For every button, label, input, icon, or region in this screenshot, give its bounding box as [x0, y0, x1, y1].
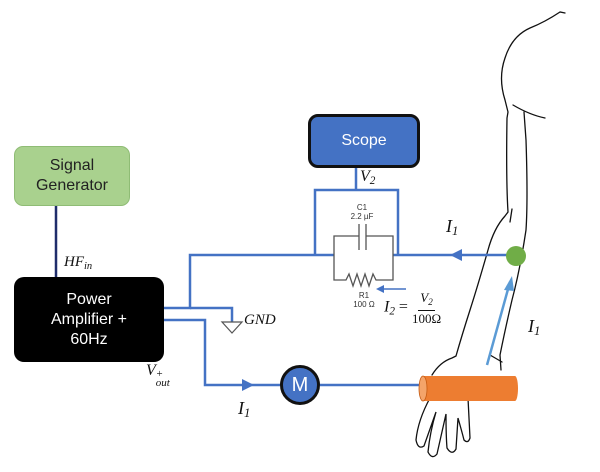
- capacitor-label: C1 2.2 µF: [342, 203, 382, 221]
- i1-arm-main: I: [528, 316, 534, 336]
- current-arrow-arm-head: [504, 276, 514, 291]
- i2-equals: =: [398, 298, 408, 316]
- electrode-dot: [506, 246, 526, 266]
- i2-den: 100Ω: [411, 311, 442, 326]
- signal-generator-label-line1: Signal: [49, 157, 95, 174]
- v-out-label: V+out: [146, 362, 170, 389]
- i1-bottom-main: I: [238, 398, 244, 418]
- i2-fraction: V2 100Ω: [412, 290, 441, 326]
- capacitor-value: 2.2 µF: [350, 212, 374, 221]
- vout-sup: +: [155, 368, 164, 380]
- v2-sub: 2: [369, 175, 376, 187]
- motor-symbol: M: [280, 365, 320, 405]
- capacitor-name: C1: [356, 203, 368, 212]
- amplifier-label-line2: Amplifier +: [50, 310, 128, 328]
- vout-sub: out: [155, 377, 170, 389]
- signal-generator-label-line2: Generator: [35, 177, 109, 194]
- motor-label: M: [291, 373, 309, 396]
- current-arrow-i1-top: [450, 249, 462, 261]
- scope-block: Scope: [308, 114, 420, 168]
- i1-top-sub: 1: [452, 224, 459, 238]
- i1-label-arm: I1: [528, 316, 540, 339]
- gnd-label: GND: [244, 312, 276, 328]
- hf-sub: in: [84, 261, 93, 272]
- current-arrow-arm: [485, 281, 512, 366]
- hf-in-label: HFin: [64, 254, 92, 272]
- resistor-label: R1 100 Ω: [344, 291, 384, 309]
- scope-label: Scope: [341, 132, 387, 149]
- v2-main: V: [360, 168, 370, 185]
- rc-network: [333, 224, 394, 289]
- vout-main: V: [146, 362, 156, 379]
- hf-main: HF: [64, 254, 84, 270]
- i1-bottom-sub: 1: [244, 406, 251, 420]
- i2-num-main: V: [420, 290, 429, 305]
- electrode-band: [418, 375, 518, 402]
- i2-sub: 2: [389, 305, 395, 318]
- i1-label-top: I1: [446, 216, 458, 239]
- i2-main: I: [384, 298, 390, 316]
- amplifier-label-line1: Power: [66, 290, 112, 308]
- amplifier-label-line3: 60Hz: [70, 330, 108, 348]
- current-arrow-i2-head: [376, 285, 384, 293]
- i2-num-sub: 2: [428, 297, 433, 307]
- i1-label-bottom: I1: [238, 398, 250, 421]
- ground-symbol: [220, 321, 244, 334]
- current-arrow-i1-bottom: [242, 379, 254, 391]
- wires: [164, 168, 512, 387]
- i1-arm-sub: 1: [534, 324, 541, 338]
- resistor-name: R1: [358, 291, 370, 300]
- i1-top-main: I: [446, 216, 452, 236]
- v2-label: V2: [360, 168, 375, 187]
- resistor-value: 100 Ω: [353, 300, 375, 309]
